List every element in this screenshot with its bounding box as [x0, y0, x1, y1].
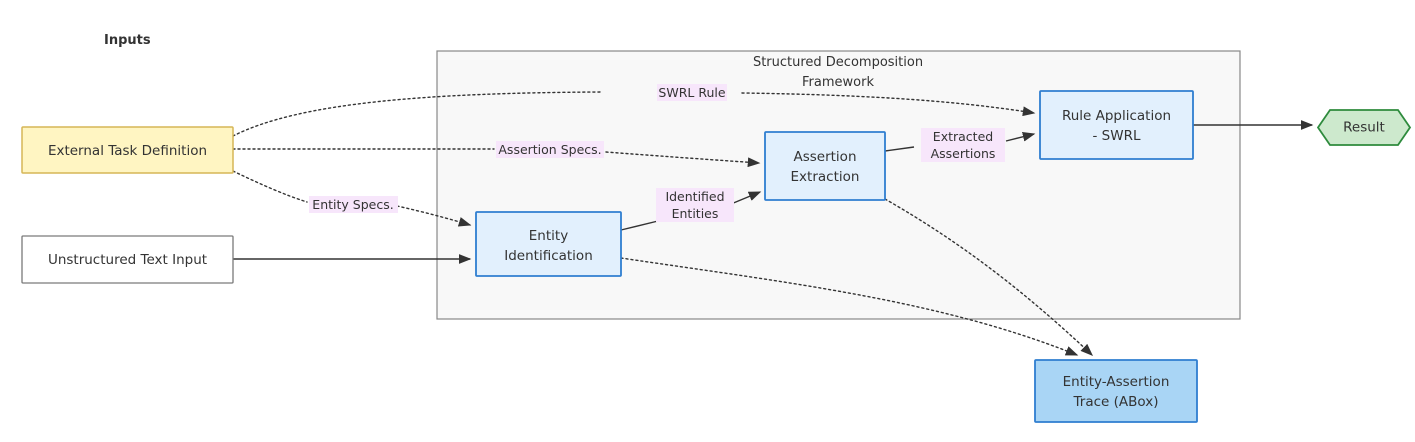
node-assertion-extraction[interactable]: Assertion Extraction — [764, 131, 886, 201]
edge-assertion-to-abox — [884, 198, 1094, 356]
edge-label-assertion-specs-text: Assertion Specs. — [498, 142, 601, 157]
edge-task-to-rule-b — [741, 92, 1036, 117]
edge-entity-to-assertion-b — [730, 191, 762, 205]
node-entity-identification[interactable]: Entity Identification — [475, 211, 622, 277]
node-external-task-definition-label: External Task Definition — [48, 143, 207, 159]
node-unstructured-text-input[interactable]: Unstructured Text Input — [21, 235, 234, 284]
edge-label-entity-specs-text: Entity Specs. — [312, 197, 393, 212]
node-rule-application-swrl-label-line1: Rule Application — [1062, 108, 1171, 124]
node-layer: External Task Definition Unstructured Te… — [21, 90, 1412, 423]
edge-label-identified-entities: Identified Entities — [656, 188, 734, 222]
framework-title-line1: Structured Decomposition — [753, 55, 923, 70]
edge-label-extracted-assertions: Extracted Assertions — [921, 128, 1005, 162]
node-rule-application-swrl-label-line2: - SWRL — [1093, 128, 1141, 144]
node-rule-application-swrl-rect[interactable] — [1039, 90, 1194, 160]
node-external-task-definition[interactable]: External Task Definition — [21, 126, 234, 174]
node-result-label: Result — [1343, 120, 1385, 136]
edge-label-extracted-assertions-line2: Assertions — [931, 146, 996, 161]
edge-entity-to-assertion-a — [620, 220, 659, 231]
node-result-hexagon[interactable] — [1316, 109, 1412, 146]
node-entity-assertion-trace-abox[interactable]: Entity-Assertion Trace (ABox) — [1034, 359, 1198, 423]
node-assertion-extraction-label-line1: Assertion — [793, 149, 856, 165]
node-assertion-extraction-rect[interactable] — [764, 131, 886, 201]
node-external-task-definition-rect[interactable] — [21, 126, 234, 174]
edge-entity-to-abox — [620, 257, 1079, 356]
inputs-section-label: Inputs — [104, 33, 151, 48]
node-unstructured-text-input-label: Unstructured Text Input — [48, 252, 207, 268]
node-entity-assertion-trace-abox-label-line2: Trace (ABox) — [1073, 394, 1159, 410]
edge-label-assertion-specs: Assertion Specs. — [496, 141, 604, 158]
node-unstructured-text-input-rect[interactable] — [21, 235, 234, 284]
edge-layer — [232, 91, 1314, 356]
edge-task-to-rule-a — [232, 91, 601, 137]
edge-label-extracted-assertions-line1: Extracted — [933, 129, 993, 144]
edge-label-swrl-rule-text: SWRL Rule — [658, 85, 725, 100]
node-result[interactable]: Result — [1316, 109, 1412, 146]
node-entity-assertion-trace-abox-rect[interactable] — [1034, 359, 1198, 423]
node-rule-application-swrl[interactable]: Rule Application - SWRL — [1039, 90, 1194, 160]
edge-label-swrl-rule: SWRL Rule — [657, 84, 727, 101]
node-entity-identification-label-line2: Identification — [504, 248, 593, 264]
node-entity-identification-label-line1: Entity — [529, 228, 568, 244]
edge-label-entity-specs: Entity Specs. — [309, 196, 398, 213]
edge-task-to-entity-a — [232, 170, 308, 203]
edge-label-layer: SWRL Rule Assertion Specs. Entity Specs.… — [309, 84, 1005, 222]
node-assertion-extraction-label-line2: Extraction — [791, 169, 860, 185]
edge-label-identified-entities-line2: Entities — [672, 206, 719, 221]
edge-assertion-to-rule-b — [1005, 131, 1036, 142]
edge-assertion-to-rule-a — [884, 146, 915, 152]
edge-task-to-assertion-b — [605, 151, 761, 168]
framework-title-line2: Framework — [802, 75, 874, 90]
edge-label-identified-entities-line1: Identified — [665, 189, 724, 204]
node-entity-identification-rect[interactable] — [475, 211, 622, 277]
node-entity-assertion-trace-abox-label-line1: Entity-Assertion — [1063, 374, 1170, 390]
edge-task-to-entity-b — [396, 205, 472, 227]
